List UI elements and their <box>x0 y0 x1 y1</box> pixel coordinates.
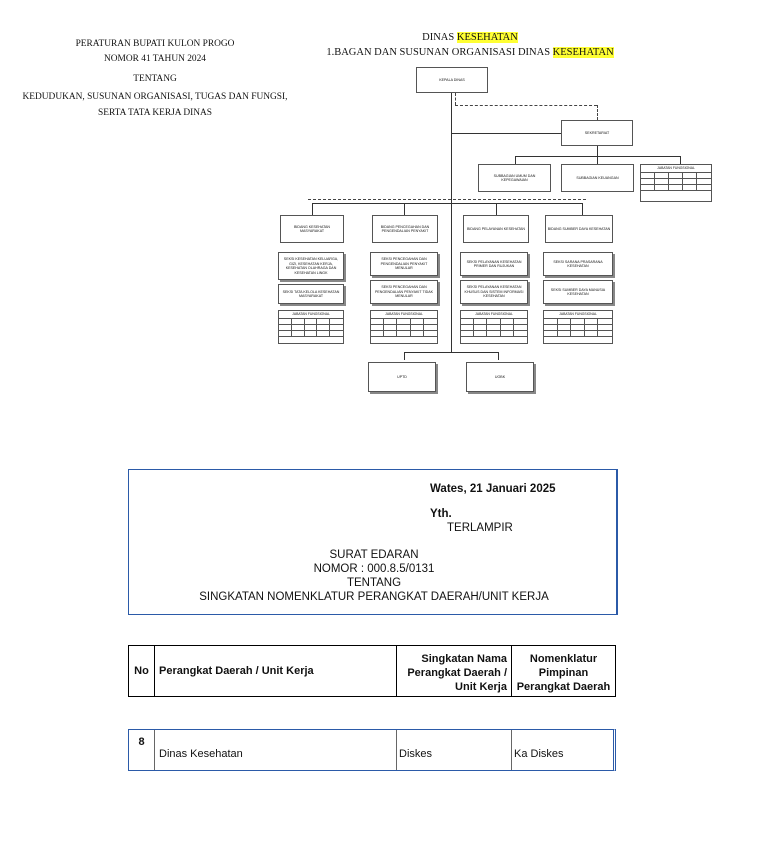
org-head: KEPALA DINAS <box>416 67 488 93</box>
letter-box: Wates, 21 Januari 2025 Yth. TERLAMPIR SU… <box>128 469 618 615</box>
dashed-connector <box>455 93 456 105</box>
table-header: No Perangkat Daerah / Unit Kerja Singkat… <box>128 645 616 697</box>
header-leader: Nomenklatur Pimpinan Perangkat Daerah <box>516 653 611 693</box>
branch-tick <box>515 156 516 164</box>
org-division-2-section-2: SEKSI PENCEGAHAN DAN PENGENDALIAN PENYAK… <box>370 280 438 304</box>
letter-number: NOMOR : 000.8.5/0131 <box>313 563 435 575</box>
secretariat-down <box>597 146 598 156</box>
branch-tick <box>498 352 499 360</box>
regulation-number: NOMOR 41 TAHUN 2024 <box>104 54 206 64</box>
chart-subtitle-prefix: 1.BAGAN DAN SUSUNAN ORGANISASI DINAS <box>326 47 553 58</box>
letter-place-date: Wates, 21 Januari 2025 <box>430 483 556 495</box>
header-unit: Perangkat Daerah / Unit Kerja <box>155 646 397 696</box>
org-division-1-section-1: SEKSI KESEHATAN KELUARGA, GIZI, KESEHATA… <box>278 252 344 280</box>
org-division-1: BIDANG KESEHATAN MASYARAKAT <box>280 215 344 243</box>
org-division-3: BIDANG PELAYANAN KESEHATAN <box>463 215 529 243</box>
chart-subtitle-highlight: KESEHATAN <box>552 47 614 58</box>
main-connector <box>451 93 452 353</box>
org-division-4: BIDANG SUMBER DAYA KESEHATAN <box>545 215 613 243</box>
org-division-3-section-1: SEKSI PELAYANAN KESEHATAN PRIMER DAN RUJ… <box>460 252 528 276</box>
bottom-branch <box>404 352 498 353</box>
header-abbreviation: Singkatan Nama Perangkat Daerah / Unit K… <box>397 646 512 696</box>
org-division-1-section-2: SEKSI TATA KELOLA KESEHATAN MASYARAKAT <box>278 284 344 304</box>
functional-label: JABATAN FUNGSIONAL <box>279 311 343 319</box>
org-division-4-section-1: SEKSI SARANA PRASARANA KESEHATAN <box>543 252 613 276</box>
branch-tick <box>496 203 497 215</box>
org-functional-grid: JABATAN FUNGSIONAL <box>640 164 712 202</box>
regulation-about: TENTANG <box>133 74 177 84</box>
row-abbreviation: Diskes <box>397 730 512 770</box>
letter-recipient: TERLAMPIR <box>447 522 513 534</box>
table-row: 8 Dinas Kesehatan Diskes Ka Diskes <box>128 729 616 771</box>
dashed-connector <box>597 105 598 120</box>
branch-tick <box>404 203 405 215</box>
org-uptd: UPTD <box>368 362 436 392</box>
secretariat-connector <box>451 133 561 134</box>
branch-tick <box>582 203 583 215</box>
functional-label: JABATAN FUNGSIONAL <box>641 165 711 173</box>
branch-tick <box>680 156 681 164</box>
regulation-subject-1: KEDUDUKAN, SUSUNAN ORGANISASI, TUGAS DAN… <box>22 92 288 102</box>
chart-title-highlight: KESEHATAN <box>456 32 518 43</box>
letter-doc-type: SURAT EDARAN <box>329 549 419 561</box>
letter-to: Yth. <box>430 508 452 520</box>
dashed-connector <box>308 199 586 200</box>
header-no: No <box>129 646 155 696</box>
regulation-title: PERATURAN BUPATI KULON PROGO <box>75 39 235 49</box>
org-division-1-functional: JABATAN FUNGSIONAL <box>278 310 344 344</box>
row-leader: Ka Diskes <box>514 748 564 760</box>
row-no: 8 <box>129 730 155 770</box>
division-branch <box>312 203 582 204</box>
functional-label: JABATAN FUNGSIONAL <box>461 311 527 319</box>
letter-about: TENTANG <box>346 577 402 589</box>
org-division-2-functional: JABATAN FUNGSIONAL <box>370 310 438 344</box>
branch-tick <box>597 156 598 164</box>
org-division-3-functional: JABATAN FUNGSIONAL <box>460 310 528 344</box>
letter-subject: SINGKATAN NOMENKLATUR PERANGKAT DAERAH/U… <box>199 591 549 603</box>
chart-title: DINAS KESEHATAN <box>320 31 620 45</box>
chart-subtitle: 1.BAGAN DAN SUSUNAN ORGANISASI DINAS KES… <box>320 46 620 60</box>
chart-title-prefix: DINAS <box>422 32 457 43</box>
branch-tick <box>404 352 405 360</box>
org-division-2: BIDANG PENCEGAHAN DAN PENGENDALIAN PENYA… <box>372 215 438 243</box>
org-division-4-section-2: SEKSI SUMBER DAYA MANUSIA KESEHATAN <box>543 280 613 304</box>
org-division-3-section-2: SEKSI PELAYANAN KESEHATAN KHUSUS DAN SIS… <box>460 280 528 304</box>
dashed-connector <box>455 105 597 106</box>
functional-label: JABATAN FUNGSIONAL <box>544 311 612 319</box>
row-unit: Dinas Kesehatan <box>155 730 397 770</box>
org-unit: UOBK <box>466 362 534 392</box>
org-secretariat: SEKRETARIAT <box>561 120 633 146</box>
regulation-subject-2: SERTA TATA KERJA DINAS <box>98 108 212 118</box>
functional-label: JABATAN FUNGSIONAL <box>371 311 437 319</box>
branch-tick <box>312 203 313 215</box>
org-sub-finance: SUBBAGIAN KEUANGAN <box>561 164 634 192</box>
org-division-2-section-1: SEKSI PENCEGAHAN DAN PENGENDALIAN PENYAK… <box>370 252 438 276</box>
org-division-4-functional: JABATAN FUNGSIONAL <box>543 310 613 344</box>
org-sub-general: SUBBAGIAN UMUM DAN KEPEGAWAIAN <box>478 164 551 192</box>
